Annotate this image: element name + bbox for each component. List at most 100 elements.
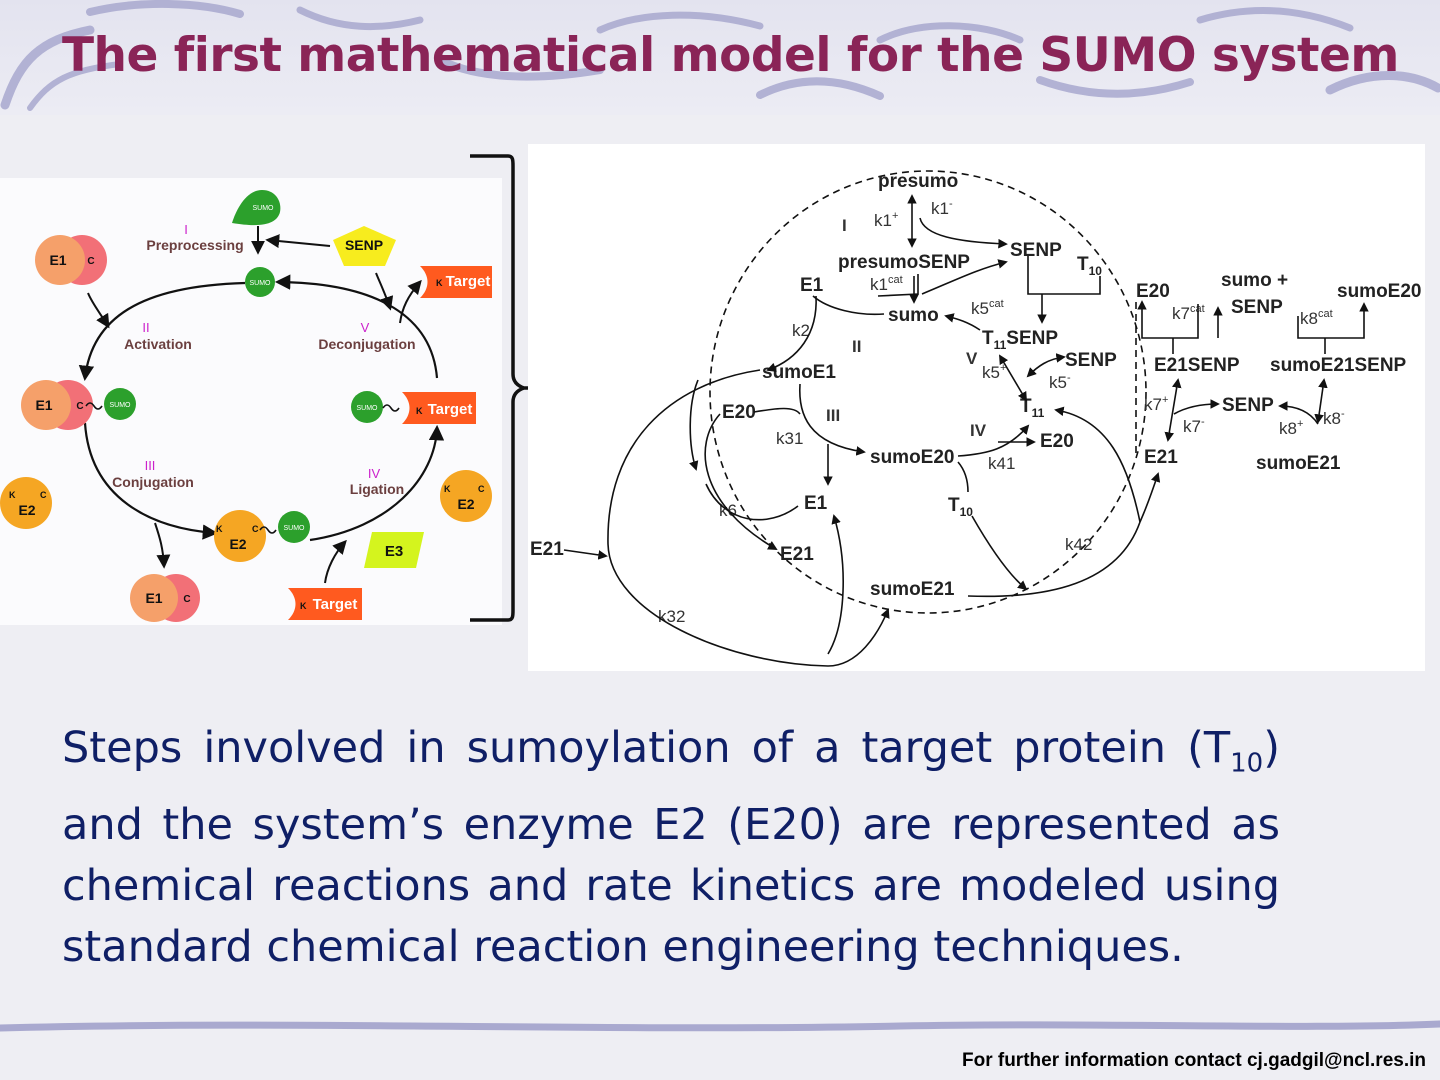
target-protein-icon-bottom: K Target	[288, 588, 362, 620]
sumo-precursor-icon: SUMO	[232, 190, 281, 226]
svg-text:K: K	[416, 406, 423, 416]
e1-enzyme-icon: E1 C	[35, 235, 107, 285]
node-sumoE21senp: sumoE21SENP	[1270, 355, 1407, 376]
step-label-IV: IV	[970, 421, 987, 440]
svg-text:E2: E2	[457, 496, 474, 512]
node-e20: E20	[722, 402, 756, 423]
node-senp-top: SENP	[1010, 240, 1062, 261]
svg-text:SUMO: SUMO	[357, 405, 379, 412]
svg-text:Target: Target	[446, 273, 491, 290]
svg-text:C: C	[183, 594, 190, 605]
node-e20-right: E20	[1136, 281, 1170, 302]
sumo-mature-icon: SUMO	[245, 267, 275, 297]
step-label-III: III	[826, 406, 840, 425]
node-e1-bottom: E1	[804, 493, 828, 514]
rate-k42: k42	[1065, 535, 1092, 554]
step-label-I: I	[842, 216, 847, 235]
sumoylated-target-icon: SUMO K Target	[351, 391, 476, 424]
slide-title: The first mathematical model for the SUM…	[62, 28, 1399, 83]
svg-text:C: C	[40, 490, 47, 500]
step-label-II: II	[852, 337, 861, 356]
svg-text:C: C	[478, 484, 485, 494]
step-I-number: I	[184, 222, 188, 237]
sumo-cycle-diagram: SUMO I Preprocessing SENP SUMO E1 C K Ta…	[0, 178, 502, 625]
node-senp-right-top: SENP	[1231, 297, 1283, 318]
node-e20-product: E20	[1040, 431, 1074, 452]
rate-k8-cat: k8cat	[1300, 308, 1333, 328]
rate-k1-minus: k1-	[931, 198, 953, 218]
rate-k1-plus: k1+	[874, 210, 898, 230]
e2-sumo-thioester-icon: K C E2 SUMO	[214, 510, 310, 562]
node-sumoE20: sumoE20	[870, 447, 954, 468]
footer-divider	[0, 1020, 1440, 1032]
e1-sumo-thioester-icon: E1 C SUMO	[21, 380, 136, 430]
svg-text:SUMO: SUMO	[284, 525, 306, 532]
node-t10-top: T10	[1077, 254, 1102, 278]
svg-text:SENP: SENP	[345, 237, 383, 253]
step-II-name: Activation	[124, 336, 192, 352]
grouping-brace	[470, 154, 554, 622]
svg-text:K: K	[9, 490, 16, 500]
step-IV-number: IV	[368, 466, 381, 481]
svg-text:E1: E1	[145, 590, 162, 606]
rate-k8-plus: k8+	[1279, 418, 1303, 438]
step-V-name: Deconjugation	[318, 336, 415, 352]
node-senp-mid: SENP	[1065, 350, 1117, 371]
node-e21: E21	[780, 544, 814, 565]
svg-text:K: K	[216, 524, 223, 534]
rate-k5-cat: k5cat	[971, 298, 1004, 318]
node-t11: T11	[1020, 396, 1045, 420]
svg-text:C: C	[252, 524, 259, 534]
step-label-V: V	[966, 349, 978, 368]
rate-k7-minus: k7-	[1183, 416, 1205, 436]
footer-contact: For further information contact cj.gadgi…	[961, 1050, 1426, 1071]
node-t10-bottom: T10	[948, 495, 973, 519]
node-sumoE1: sumoE1	[762, 362, 836, 383]
node-e21senp: E21SENP	[1154, 355, 1240, 376]
svg-text:K: K	[436, 278, 443, 288]
rate-k41: k41	[988, 454, 1015, 473]
svg-text:Target: Target	[428, 401, 473, 418]
step-V-number: V	[361, 320, 370, 335]
e1-enzyme-icon-bottom: E1 C	[130, 574, 200, 622]
node-sumoE21-right: sumoE21	[1256, 453, 1341, 474]
rate-k31: k31	[776, 429, 803, 448]
svg-text:Target: Target	[313, 596, 358, 613]
rate-k5-plus: k5+	[982, 362, 1006, 382]
rate-k32: k32	[658, 607, 685, 626]
svg-text:E2: E2	[229, 536, 246, 552]
node-e1-top: E1	[800, 275, 824, 296]
svg-text:K: K	[444, 484, 451, 494]
svg-text:C: C	[76, 401, 83, 412]
svg-text:E2: E2	[18, 502, 35, 518]
target-protein-icon: K Target	[420, 266, 492, 298]
node-sumoE21: sumoE21	[870, 579, 955, 600]
e2-enzyme-icon-left: K C E2	[0, 477, 52, 529]
slide-body-text: Steps involved in sumoylation of a targe…	[62, 723, 1280, 972]
node-e21-right: E21	[1144, 447, 1178, 468]
node-sumo: sumo	[888, 305, 939, 326]
step-III-name: Conjugation	[112, 474, 194, 490]
node-e21-left: E21	[530, 539, 564, 560]
svg-text:SUMO: SUMO	[250, 280, 272, 287]
decorative-swirls	[0, 0, 1440, 111]
rate-k8-minus: k8-	[1323, 408, 1345, 428]
reaction-network-diagram: presumo presumoSENP SENP T10 E1 sumo T11…	[528, 144, 1425, 671]
e2-enzyme-icon-right: K C E2	[440, 470, 492, 522]
svg-text:C: C	[87, 256, 94, 267]
node-senp-right-mid: SENP	[1222, 395, 1274, 416]
senp-enzyme-icon: SENP	[333, 226, 396, 266]
svg-text:E3: E3	[385, 543, 403, 560]
rate-k5-minus: k5-	[1049, 372, 1071, 392]
step-IV-name: Ligation	[350, 481, 404, 497]
node-presumo: presumo	[878, 171, 958, 192]
rate-k7-plus: k7+	[1144, 394, 1168, 414]
svg-text:SUMO: SUMO	[253, 205, 275, 212]
e3-ligase-icon: E3	[364, 532, 424, 568]
svg-text:E1: E1	[49, 252, 66, 268]
svg-text:SUMO: SUMO	[110, 402, 132, 409]
step-III-number: III	[145, 458, 156, 473]
node-sumoE20-right: sumoE20	[1337, 281, 1421, 302]
node-presumoSENP: presumoSENP	[838, 252, 970, 273]
rate-k7-cat: k7cat	[1172, 303, 1205, 323]
